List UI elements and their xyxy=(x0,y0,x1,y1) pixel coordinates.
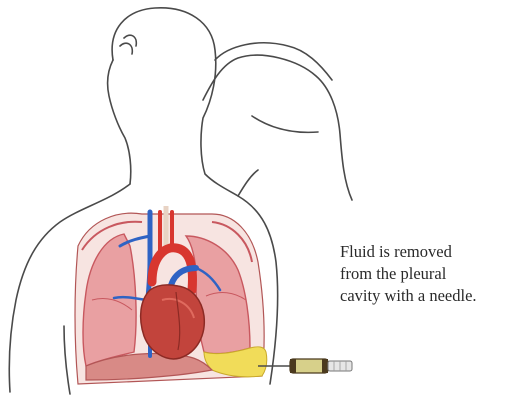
caption-line-3: cavity with a needle. xyxy=(340,285,518,307)
syringe-band-right xyxy=(322,359,328,373)
heart xyxy=(141,285,205,359)
face-outline xyxy=(108,60,131,184)
caption-line-1: Fluid is removed xyxy=(340,241,518,263)
armpit xyxy=(238,116,318,196)
syringe-band-left xyxy=(290,359,296,373)
caption-line-2: from the pleural xyxy=(340,263,518,285)
ear xyxy=(120,35,136,54)
torso-left-edge xyxy=(64,326,70,394)
caption: Fluid is removed from the pleural cavity… xyxy=(340,241,518,307)
